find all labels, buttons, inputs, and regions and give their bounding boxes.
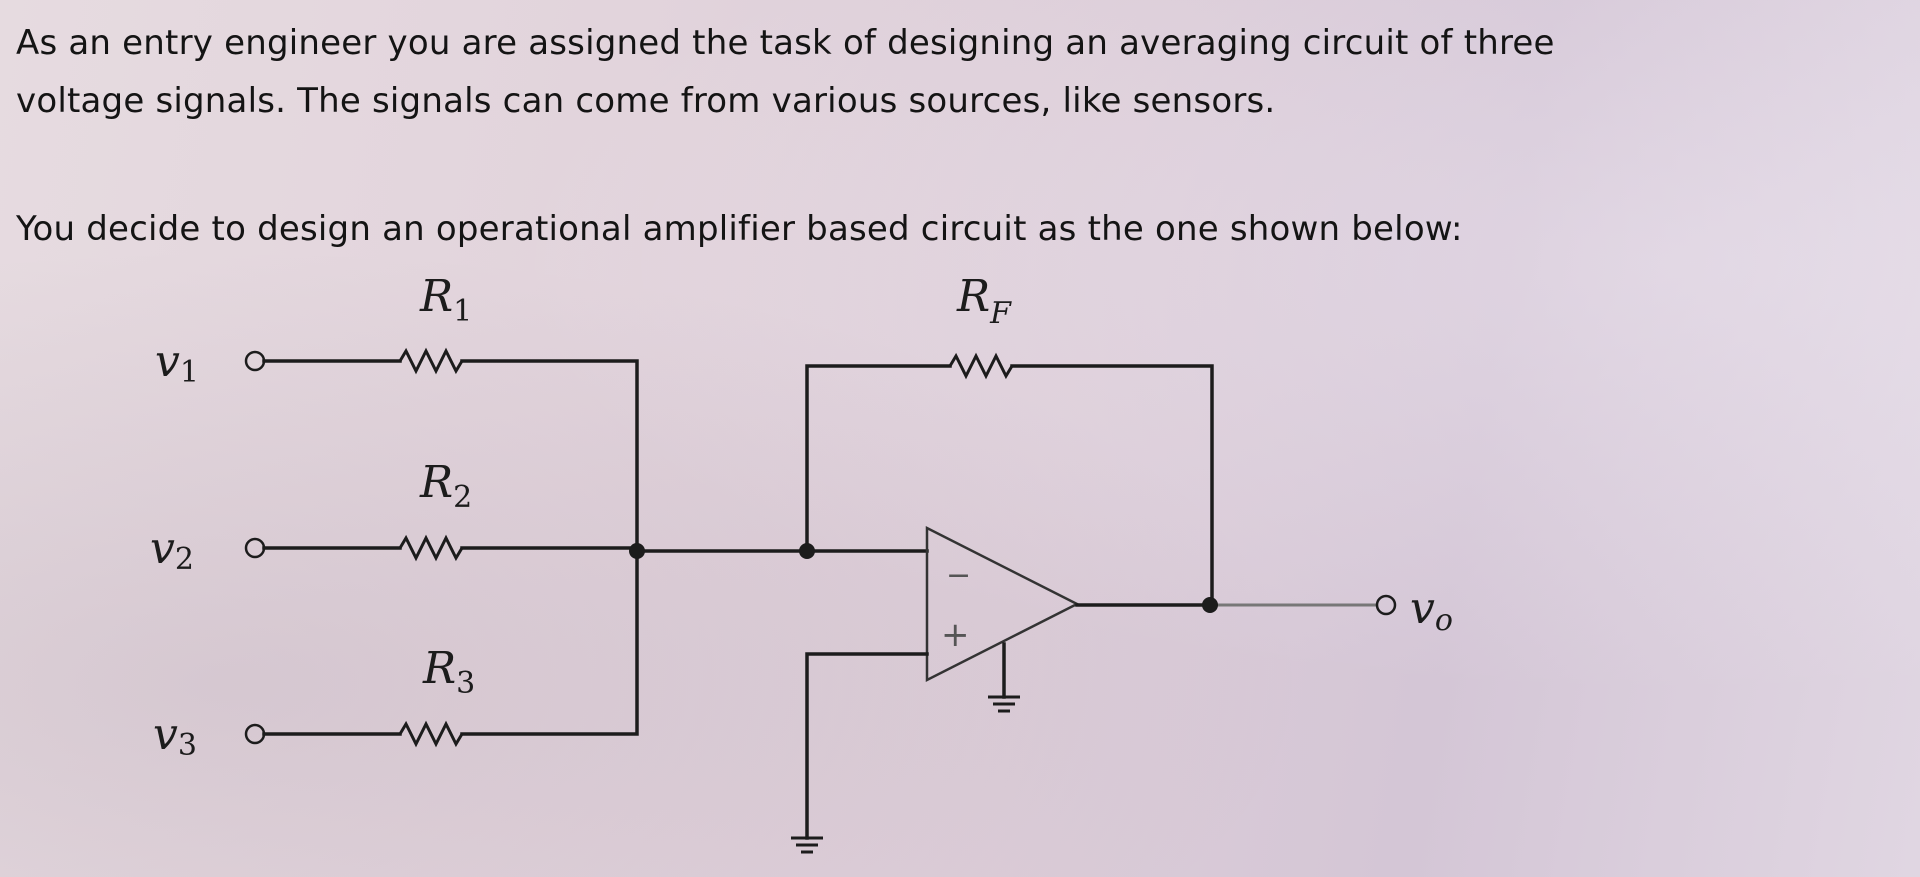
inverting-node bbox=[799, 543, 815, 559]
design-statement-line: You decide to design an operational ampl… bbox=[16, 209, 1463, 249]
op-amp bbox=[925, 525, 1080, 683]
resistor-r2 bbox=[398, 534, 464, 562]
resistor-label-r2: R2 bbox=[419, 457, 472, 515]
noninverting-input-sign: + bbox=[941, 615, 970, 655]
output-node bbox=[1202, 597, 1218, 613]
inverting-input-sign: − bbox=[946, 558, 971, 593]
resistor-label-r1: R1 bbox=[419, 271, 472, 329]
input-terminal-2 bbox=[244, 537, 266, 559]
feedback-wire-left bbox=[805, 364, 952, 553]
resistor-label-r3: R3 bbox=[422, 643, 475, 701]
input-terminal-3 bbox=[244, 723, 266, 745]
resistor-r3 bbox=[398, 720, 464, 748]
problem-statement-line-1: As an entry engineer you are assigned th… bbox=[16, 23, 1555, 63]
input-label-v1: v1 bbox=[155, 336, 199, 390]
resistor-label-rf: RF bbox=[956, 271, 1012, 331]
noninverting-input-wire bbox=[805, 652, 929, 840]
input-label-v2: v2 bbox=[150, 523, 194, 577]
design-statement: You decide to design an operational ampl… bbox=[16, 200, 1463, 258]
summing-node bbox=[629, 543, 645, 559]
problem-statement: As an entry engineer you are assigned th… bbox=[16, 14, 1555, 130]
resistor-rf bbox=[948, 352, 1014, 380]
problem-statement-line-2: voltage signals. The signals can come fr… bbox=[16, 81, 1276, 121]
feedback-wire-right bbox=[1010, 364, 1214, 607]
input-terminal-1 bbox=[244, 350, 266, 372]
output-terminal bbox=[1375, 594, 1397, 616]
resistor-r1 bbox=[398, 347, 464, 375]
input-label-v3: v3 bbox=[153, 709, 197, 763]
output-label-vo: vo bbox=[1410, 583, 1453, 638]
